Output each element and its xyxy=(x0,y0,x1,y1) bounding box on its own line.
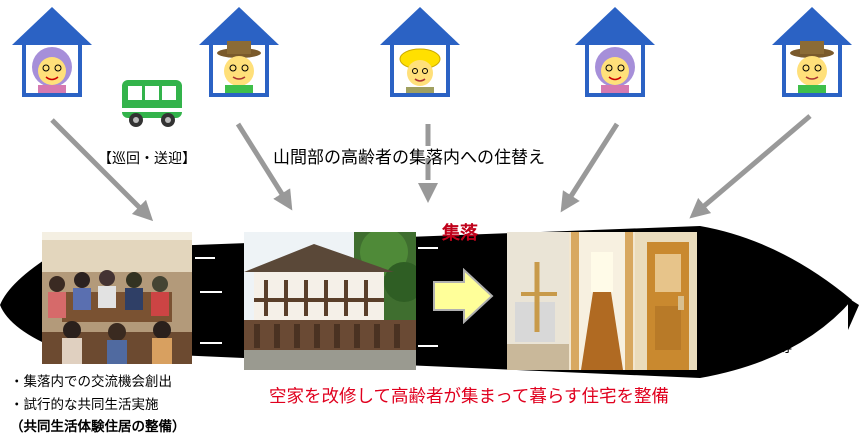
left-note-2: ・試行的な共同生活実施 xyxy=(10,397,159,413)
elderly-man-icon xyxy=(790,41,834,93)
house-exterior-photo xyxy=(244,232,416,370)
diagram-title: 山間部の高齢者の集落内への住替え xyxy=(273,148,545,168)
renovation-item: 間取り変更 xyxy=(720,269,793,285)
renovation-item: 浴室改造等 xyxy=(720,339,793,356)
renovation-item: スロープ設置 xyxy=(720,316,807,332)
bus-icon xyxy=(122,80,182,127)
elderly-man-icon xyxy=(217,41,261,93)
shuttle-label: 【巡回・送迎】 xyxy=(98,151,196,167)
woman-with-hat-icon xyxy=(399,48,441,93)
house-icon xyxy=(380,7,460,97)
house-icon xyxy=(772,7,852,97)
elderly-woman-icon xyxy=(595,47,635,93)
left-note-1: ・集落内での交流機会創出 xyxy=(10,374,172,390)
arrow-5 xyxy=(689,114,812,219)
arrow-4 xyxy=(560,122,620,213)
arrow-1 xyxy=(50,118,154,222)
renovation-list: 間取り変更 エレベーター設置 スロープ設置 浴室改造等 xyxy=(720,266,836,360)
arrow-2 xyxy=(235,122,293,211)
house-icon xyxy=(12,7,92,97)
renovated-interior-photo xyxy=(507,232,697,370)
bottom-caption: 空家を改修して高齢者が集まって暮らす住宅を整備 xyxy=(269,387,670,407)
right-arrow-icon xyxy=(433,268,494,324)
renovation-item: エレベーター設置 xyxy=(720,292,836,309)
house-icon xyxy=(199,7,279,97)
village-label: 集落 xyxy=(442,223,478,244)
communal-dining-photo xyxy=(42,232,192,364)
house-icon xyxy=(575,7,655,97)
left-note-3: （共同生活体験住居の整備） xyxy=(10,419,186,435)
elderly-woman-icon xyxy=(32,47,72,93)
